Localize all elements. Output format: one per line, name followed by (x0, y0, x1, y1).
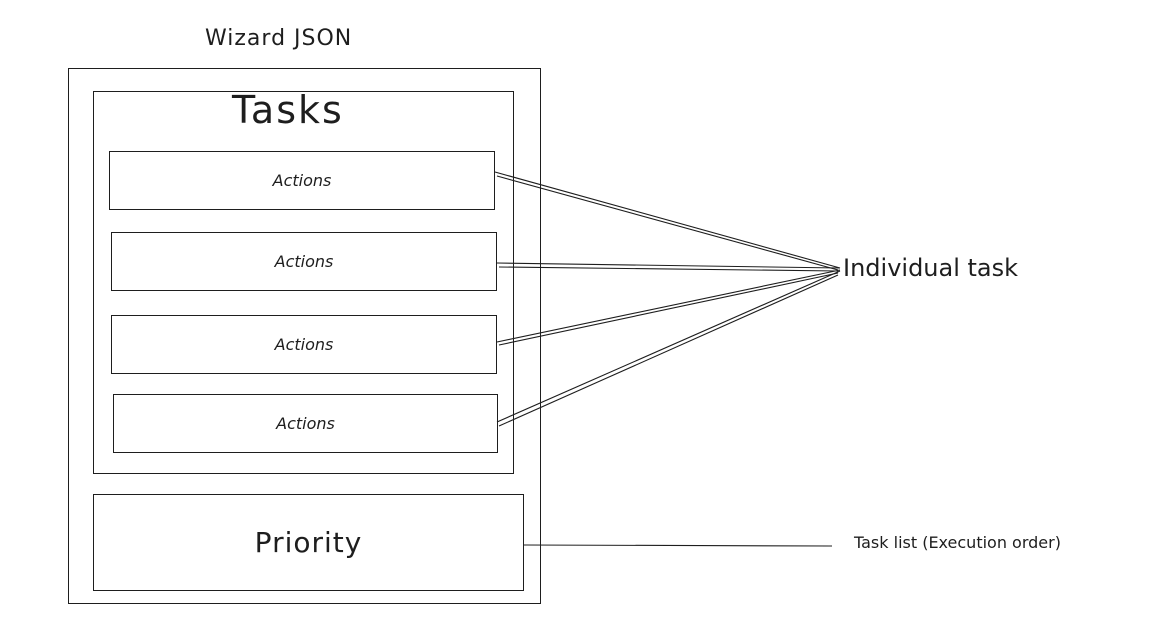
action-box-4: Actions (113, 394, 498, 453)
action-box-2: Actions (111, 232, 497, 291)
action-label: Actions (274, 252, 334, 271)
connector-action-3-b (498, 272, 839, 346)
connector-priority (523, 544, 833, 547)
priority-box: Priority (93, 494, 524, 591)
wizard-json-container (68, 68, 541, 604)
connector-action-4-b (498, 274, 839, 427)
action-label: Actions (276, 414, 335, 433)
connector-action-1 (494, 171, 841, 269)
connector-action-1-b (496, 175, 839, 271)
diagram-title: Wizard JSON (205, 26, 353, 51)
individual-task-label: Individual task (843, 254, 1019, 282)
task-list-label: Task list (Execution order) (854, 533, 1061, 552)
connector-action-2 (496, 262, 841, 269)
connector-action-4 (496, 270, 841, 423)
connector-action-3 (496, 269, 841, 343)
tasks-container (93, 91, 514, 474)
tasks-label: Tasks (232, 88, 344, 132)
action-label: Actions (274, 335, 334, 354)
action-label: Actions (272, 171, 332, 190)
connector-action-2-b (498, 266, 839, 272)
action-box-1: Actions (109, 151, 495, 210)
priority-label: Priority (254, 526, 363, 559)
action-box-3: Actions (111, 315, 497, 374)
